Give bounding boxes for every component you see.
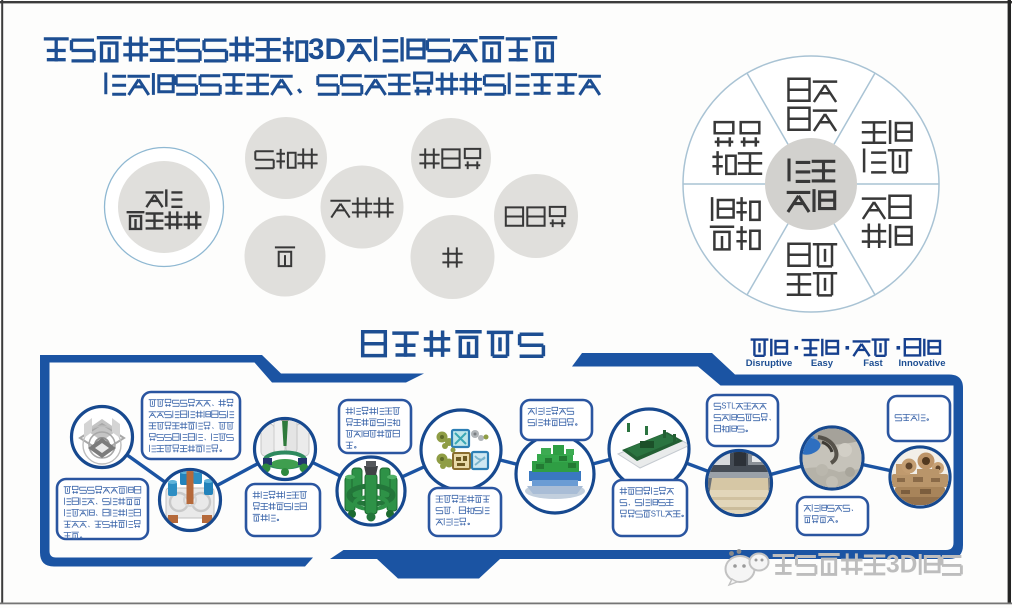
svg-text:STL: STL	[721, 402, 736, 411]
svg-text:Fast: Fast	[863, 358, 883, 369]
svg-text:Innovative: Innovative	[899, 358, 946, 369]
svg-text:3D: 3D	[886, 552, 917, 579]
svg-text:Easy: Easy	[811, 358, 834, 369]
svg-text:Disruptive: Disruptive	[746, 358, 792, 369]
svg-text:STL: STL	[651, 510, 666, 519]
svg-text:3D: 3D	[308, 33, 346, 66]
